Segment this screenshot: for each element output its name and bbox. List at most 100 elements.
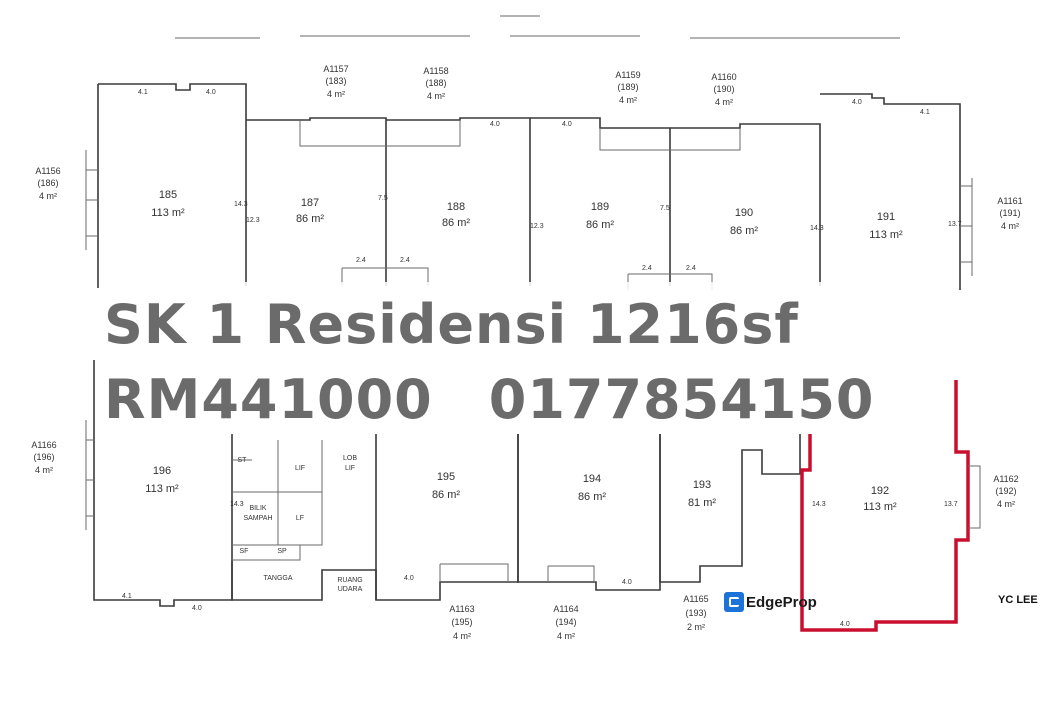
unit-193-area: 81 m²: [688, 497, 716, 509]
room-st: ST: [238, 457, 248, 464]
unit-196-area: 113 m²: [145, 483, 179, 495]
room-lobby: LOB: [343, 455, 357, 462]
acc-a1161-code: A1161: [997, 196, 1022, 206]
acc-a1156-area: 4 m²: [39, 191, 57, 201]
room-lift2: LF: [296, 515, 304, 522]
acc-a1162-area: 4 m²: [997, 499, 1015, 509]
dim-13: 13.7: [948, 221, 962, 228]
dim-25: 4.0: [840, 621, 850, 628]
room-ruang: RUANG: [337, 577, 362, 584]
service-room-labels: LIF LF LOB LIF BILIK SAMPAH ST SF SP TAN…: [238, 455, 363, 593]
edgeprop-brand-name: EdgeProp: [746, 593, 817, 611]
acc-a1163-code: A1163: [449, 604, 474, 614]
dim-8: 2.4: [686, 265, 696, 272]
acc-a1165-code: A1165: [683, 594, 708, 604]
acc-a1156-ref: (186): [37, 178, 58, 188]
room-lift1: LIF: [295, 465, 305, 472]
dim-17: 4.0: [852, 99, 862, 106]
dim-4: 12.3: [246, 217, 260, 224]
highlighted-unit-192: [800, 380, 981, 632]
acc-a1159-ref: (189): [617, 82, 638, 92]
dim-15: 4.0: [562, 121, 572, 128]
acc-a1157-ref: (183): [325, 76, 346, 86]
unit-193-id: 193: [693, 479, 711, 491]
unit-labels: 185 113 m² 187 86 m² 188 86 m² 189 86 m²…: [145, 189, 903, 513]
accessory-labels: A1157 (183) 4 m² A1158 (188) 4 m² A1159 …: [31, 64, 1022, 641]
acc-a1166-code: A1166: [31, 440, 56, 450]
dim-7: 2.4: [642, 265, 652, 272]
acc-a1157-code: A1157: [323, 64, 348, 74]
acc-a1157-area: 4 m²: [327, 89, 345, 99]
dim-22: 13.7: [944, 501, 958, 508]
acc-a1159-area: 4 m²: [619, 95, 637, 105]
acc-a1159-code: A1159: [615, 70, 640, 80]
edgeprop-watermark: EdgeProp: [724, 590, 817, 614]
dim-19: 4.0: [192, 605, 202, 612]
unit-196-id: 196: [153, 465, 171, 477]
unit-187-id: 187: [301, 197, 319, 209]
acc-a1160-code: A1160: [711, 72, 736, 82]
unit-191-area: 113 m²: [869, 229, 903, 241]
top-row-walls: [85, 83, 973, 290]
unit-192-id: 192: [871, 485, 889, 497]
acc-a1160-ref: (190): [713, 84, 734, 94]
room-sp: SP: [277, 548, 287, 555]
dim-3: 14.3: [234, 201, 248, 208]
acc-a1158-ref: (188): [425, 78, 446, 88]
acc-a1164-code: A1164: [553, 604, 578, 614]
acc-a1163-ref: (195): [451, 617, 472, 627]
unit-189-id: 189: [591, 201, 609, 213]
dim-18: 4.1: [122, 593, 132, 600]
acc-a1166-area: 4 m²: [35, 465, 53, 475]
acc-a1162-ref: (192): [995, 486, 1016, 496]
scan-header-marks: [175, 15, 900, 39]
dim-23: 4.0: [622, 579, 632, 586]
room-sf: SF: [240, 548, 249, 555]
unit-185-id: 185: [159, 189, 177, 201]
edgeprop-logo-icon: [724, 592, 744, 612]
unit-190-id: 190: [735, 207, 753, 219]
dim-11: 12.3: [530, 223, 544, 230]
unit-188-area: 86 m²: [442, 217, 470, 229]
acc-a1161-ref: (191): [999, 208, 1020, 218]
unit-189-area: 86 m²: [586, 219, 614, 231]
dim-1: 4.1: [138, 89, 148, 96]
dim-16: 4.1: [920, 109, 930, 116]
unit-194-area: 86 m²: [578, 491, 606, 503]
dimension-labels: 4.1 4.0 14.3 12.3 2.4 2.4 2.4 2.4 7.5 7.…: [122, 89, 962, 628]
acc-a1165-ref: (193): [685, 608, 706, 618]
acc-a1160-area: 4 m²: [715, 97, 733, 107]
banner-backdrop: [104, 282, 950, 434]
unit-195-area: 86 m²: [432, 489, 460, 501]
acc-a1162-code: A1162: [993, 474, 1018, 484]
dim-14: 4.0: [490, 121, 500, 128]
acc-a1165-area: 2 m²: [687, 622, 705, 632]
listing-price: RM441000: [104, 368, 433, 431]
unit-187-area: 86 m²: [296, 213, 324, 225]
dim-10: 7.5: [660, 205, 670, 212]
contact-phone: 0177854150: [488, 368, 875, 431]
room-refuse: BILIK: [249, 505, 266, 512]
acc-a1166-ref: (196): [33, 452, 54, 462]
dim-21: 14.3: [812, 501, 826, 508]
room-udara: UDARA: [338, 586, 363, 593]
unit-188-id: 188: [447, 201, 465, 213]
dim-5: 2.4: [356, 257, 366, 264]
dim-6: 2.4: [400, 257, 410, 264]
bottom-row-walls: [85, 360, 801, 607]
room-lobby-lf: LIF: [345, 465, 355, 472]
dim-20: 14.3: [230, 501, 244, 508]
acc-a1161-area: 4 m²: [1001, 221, 1019, 231]
acc-a1164-ref: (194): [555, 617, 576, 627]
room-stair: TANGGA: [263, 575, 292, 582]
dim-24: 4.0: [404, 575, 414, 582]
acc-a1158-area: 4 m²: [427, 91, 445, 101]
acc-a1156-code: A1156: [35, 166, 60, 176]
price-phone-line: RM441000 0177854150: [104, 370, 875, 430]
unit-192-area: 113 m²: [863, 501, 897, 513]
unit-185-area: 113 m²: [151, 207, 185, 219]
room-refuse-2: SAMPAH: [243, 515, 272, 522]
dim-2: 4.0: [206, 89, 216, 96]
unit-191-id: 191: [877, 211, 895, 223]
